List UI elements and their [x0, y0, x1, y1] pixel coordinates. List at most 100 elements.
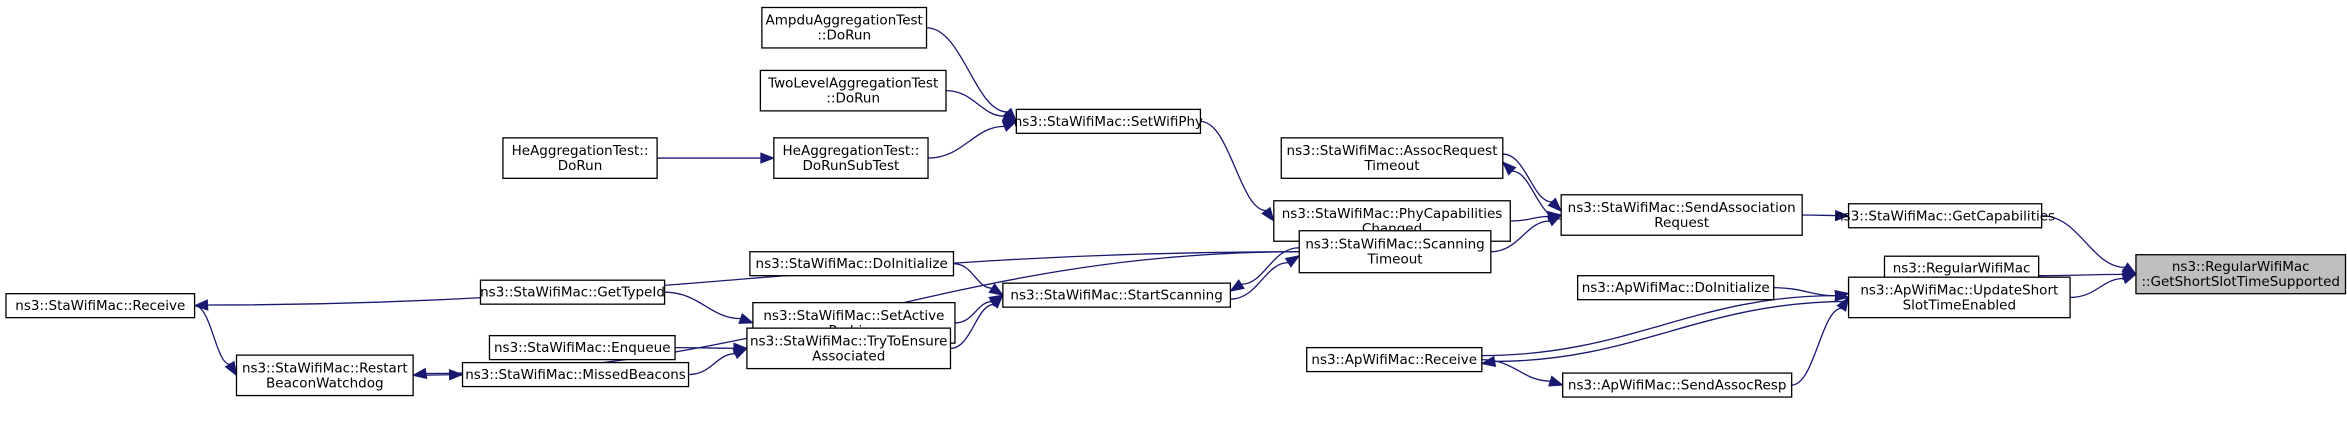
arrowhead [411, 367, 428, 380]
node-getcap[interactable]: ns3::StaWifiMac::GetCapabilities [1835, 203, 2055, 229]
node-label: ns3::StaWifiMac::StartScanning [1010, 288, 1222, 304]
node-label: ::DoRun [826, 91, 880, 107]
node-label: ns3::RegularWifiMac [1893, 261, 2031, 277]
edges-layer [193, 27, 2138, 387]
node-he-run[interactable]: HeAggregationTest::DoRun [502, 137, 658, 179]
node-box [1562, 372, 1793, 398]
arrowhead [1284, 254, 1301, 268]
edge-startscan-to-scanto [1230, 254, 1301, 300]
node-box [5, 293, 196, 319]
node-label: HeAggregationTest:: [783, 143, 920, 159]
node-box [502, 137, 658, 179]
arrowhead [1834, 290, 1850, 302]
edge-doinit-sta-to-startscan [953, 263, 1005, 296]
arrowhead [738, 313, 755, 324]
arrowhead [1001, 120, 1018, 132]
node-label: ns3::StaWifiMac::DoInitialize [756, 256, 948, 272]
edge-scanto-to-startscan [1229, 247, 1300, 292]
node-label: Associated [812, 348, 885, 364]
edge-line [2038, 273, 2123, 277]
node-box [761, 6, 928, 49]
node-label: ns3::StaWifiMac::SetWifiPhy [1014, 114, 1203, 130]
node-box [1298, 230, 1492, 274]
arrowhead [1229, 279, 1245, 292]
node-label: ns3::StaWifiMac::Receive [15, 298, 185, 314]
edge-line [207, 251, 1300, 306]
node-box [1002, 282, 1232, 308]
edge-ap-sendassoc-to-apw-update [1791, 296, 1850, 386]
edge-line [664, 291, 741, 320]
edge-line [688, 353, 736, 376]
edge-line [1512, 170, 1562, 220]
edge-line [950, 303, 994, 350]
node-gettypeid-sta[interactable]: ns3::StaWifiMac::GetTypeId [479, 279, 666, 305]
edge-missed-to-tryensure [688, 347, 749, 376]
node-ap-doinit[interactable]: ns3::ApWifiMac::DoInitialize [1576, 275, 1775, 301]
node-box [235, 354, 414, 397]
edge-sendassoc-to-assocto [1501, 161, 1562, 220]
node-label: TwoLevelAggregationTest [767, 76, 938, 92]
edge-line [1481, 358, 1551, 382]
node-box [1015, 108, 1202, 135]
edge-twolevel-to-setphy [945, 89, 1018, 122]
node-box [773, 137, 929, 179]
node-startscan[interactable]: ns3::StaWifiMac::StartScanning [1002, 282, 1232, 308]
node-box [1306, 346, 1483, 373]
arrowhead [224, 360, 238, 377]
node-setphy[interactable]: ns3::StaWifiMac::SetWifiPhy [1014, 108, 1203, 135]
edge-sendassoc-to-getcap [1802, 209, 1850, 222]
node-box [746, 327, 952, 370]
node-twolevel[interactable]: TwoLevelAggregationTest::DoRun [759, 69, 947, 112]
edge-line [1490, 220, 1550, 253]
node-apw-update[interactable]: ns3::ApWifiMac::UpdateShortSlotTimeEnabl… [1847, 276, 2071, 319]
node-ampdu[interactable]: AmpduAggregationTest::DoRun [761, 6, 928, 49]
edge-line [194, 305, 231, 365]
edge-line [928, 125, 1005, 159]
edge-scanto-to-receive-sta [193, 251, 1300, 311]
node-box [1560, 194, 1803, 236]
node-label: ns3::RegularWifiMac [2172, 259, 2310, 275]
arrowhead [1836, 296, 1850, 312]
arrowhead [193, 299, 209, 311]
arrowhead [448, 369, 464, 381]
node-label: ns3::StaWifiMac::GetCapabilities [1835, 208, 2055, 224]
arrowhead [1546, 214, 1563, 227]
node-label: ns3::ApWifiMac::Receive [1311, 352, 1477, 368]
node-label: ns3::ApWifiMac::DoInitialize [1582, 280, 1770, 296]
node-ap-sendassoc[interactable]: ns3::ApWifiMac::SendAssocResp [1562, 372, 1793, 398]
node-ap-receive[interactable]: ns3::ApWifiMac::Receive [1306, 346, 1483, 373]
node-missed[interactable]: ns3::StaWifiMac::MissedBeacons [461, 361, 690, 388]
node-label: Timeout [1366, 252, 1422, 268]
edge-he-sub-to-setphy [928, 120, 1018, 159]
node-label: ns3::StaWifiMac::SendAssociation [1568, 200, 1796, 216]
arrowhead [760, 152, 776, 164]
edge-line [1494, 300, 1849, 363]
edge-line [1241, 247, 1300, 285]
arrowhead [988, 283, 1005, 296]
arrowhead [1547, 197, 1563, 212]
edge-line [1510, 215, 1549, 222]
node-label: ns3::ApWifiMac::SendAssocResp [1568, 378, 1787, 394]
node-label: ::GetShortSlotTimeSupported [2141, 274, 2340, 290]
node-he-sub[interactable]: HeAggregationTest::DoRunSubTest [773, 137, 929, 179]
node-box [479, 279, 666, 305]
node-target[interactable]: ns3::RegularWifiMac::GetShortSlotTimeSup… [2135, 254, 2347, 295]
node-box [1847, 276, 2071, 319]
arrowhead [732, 347, 749, 360]
node-label: ns3::StaWifiMac::Restart [242, 360, 408, 376]
node-doinit-sta[interactable]: ns3::StaWifiMac::DoInitialize [749, 251, 955, 277]
node-receive-sta[interactable]: ns3::StaWifiMac::Receive [5, 293, 196, 319]
node-label: ns3::StaWifiMac::PhyCapabilities [1282, 206, 1503, 222]
edge-line [2070, 277, 2124, 299]
edge-apw-update-to-ap-receive [1480, 300, 1849, 367]
edge-gettypeid-sta-to-setactive [664, 291, 755, 324]
nodes-layer: ns3::RegularWifiMac::GetShortSlotTimeSup… [5, 6, 2347, 398]
node-enqueue[interactable]: ns3::StaWifiMac::Enqueue [488, 334, 676, 361]
edge-line [926, 27, 1008, 113]
node-label: ns3::StaWifiMac::SetActive [763, 308, 944, 324]
